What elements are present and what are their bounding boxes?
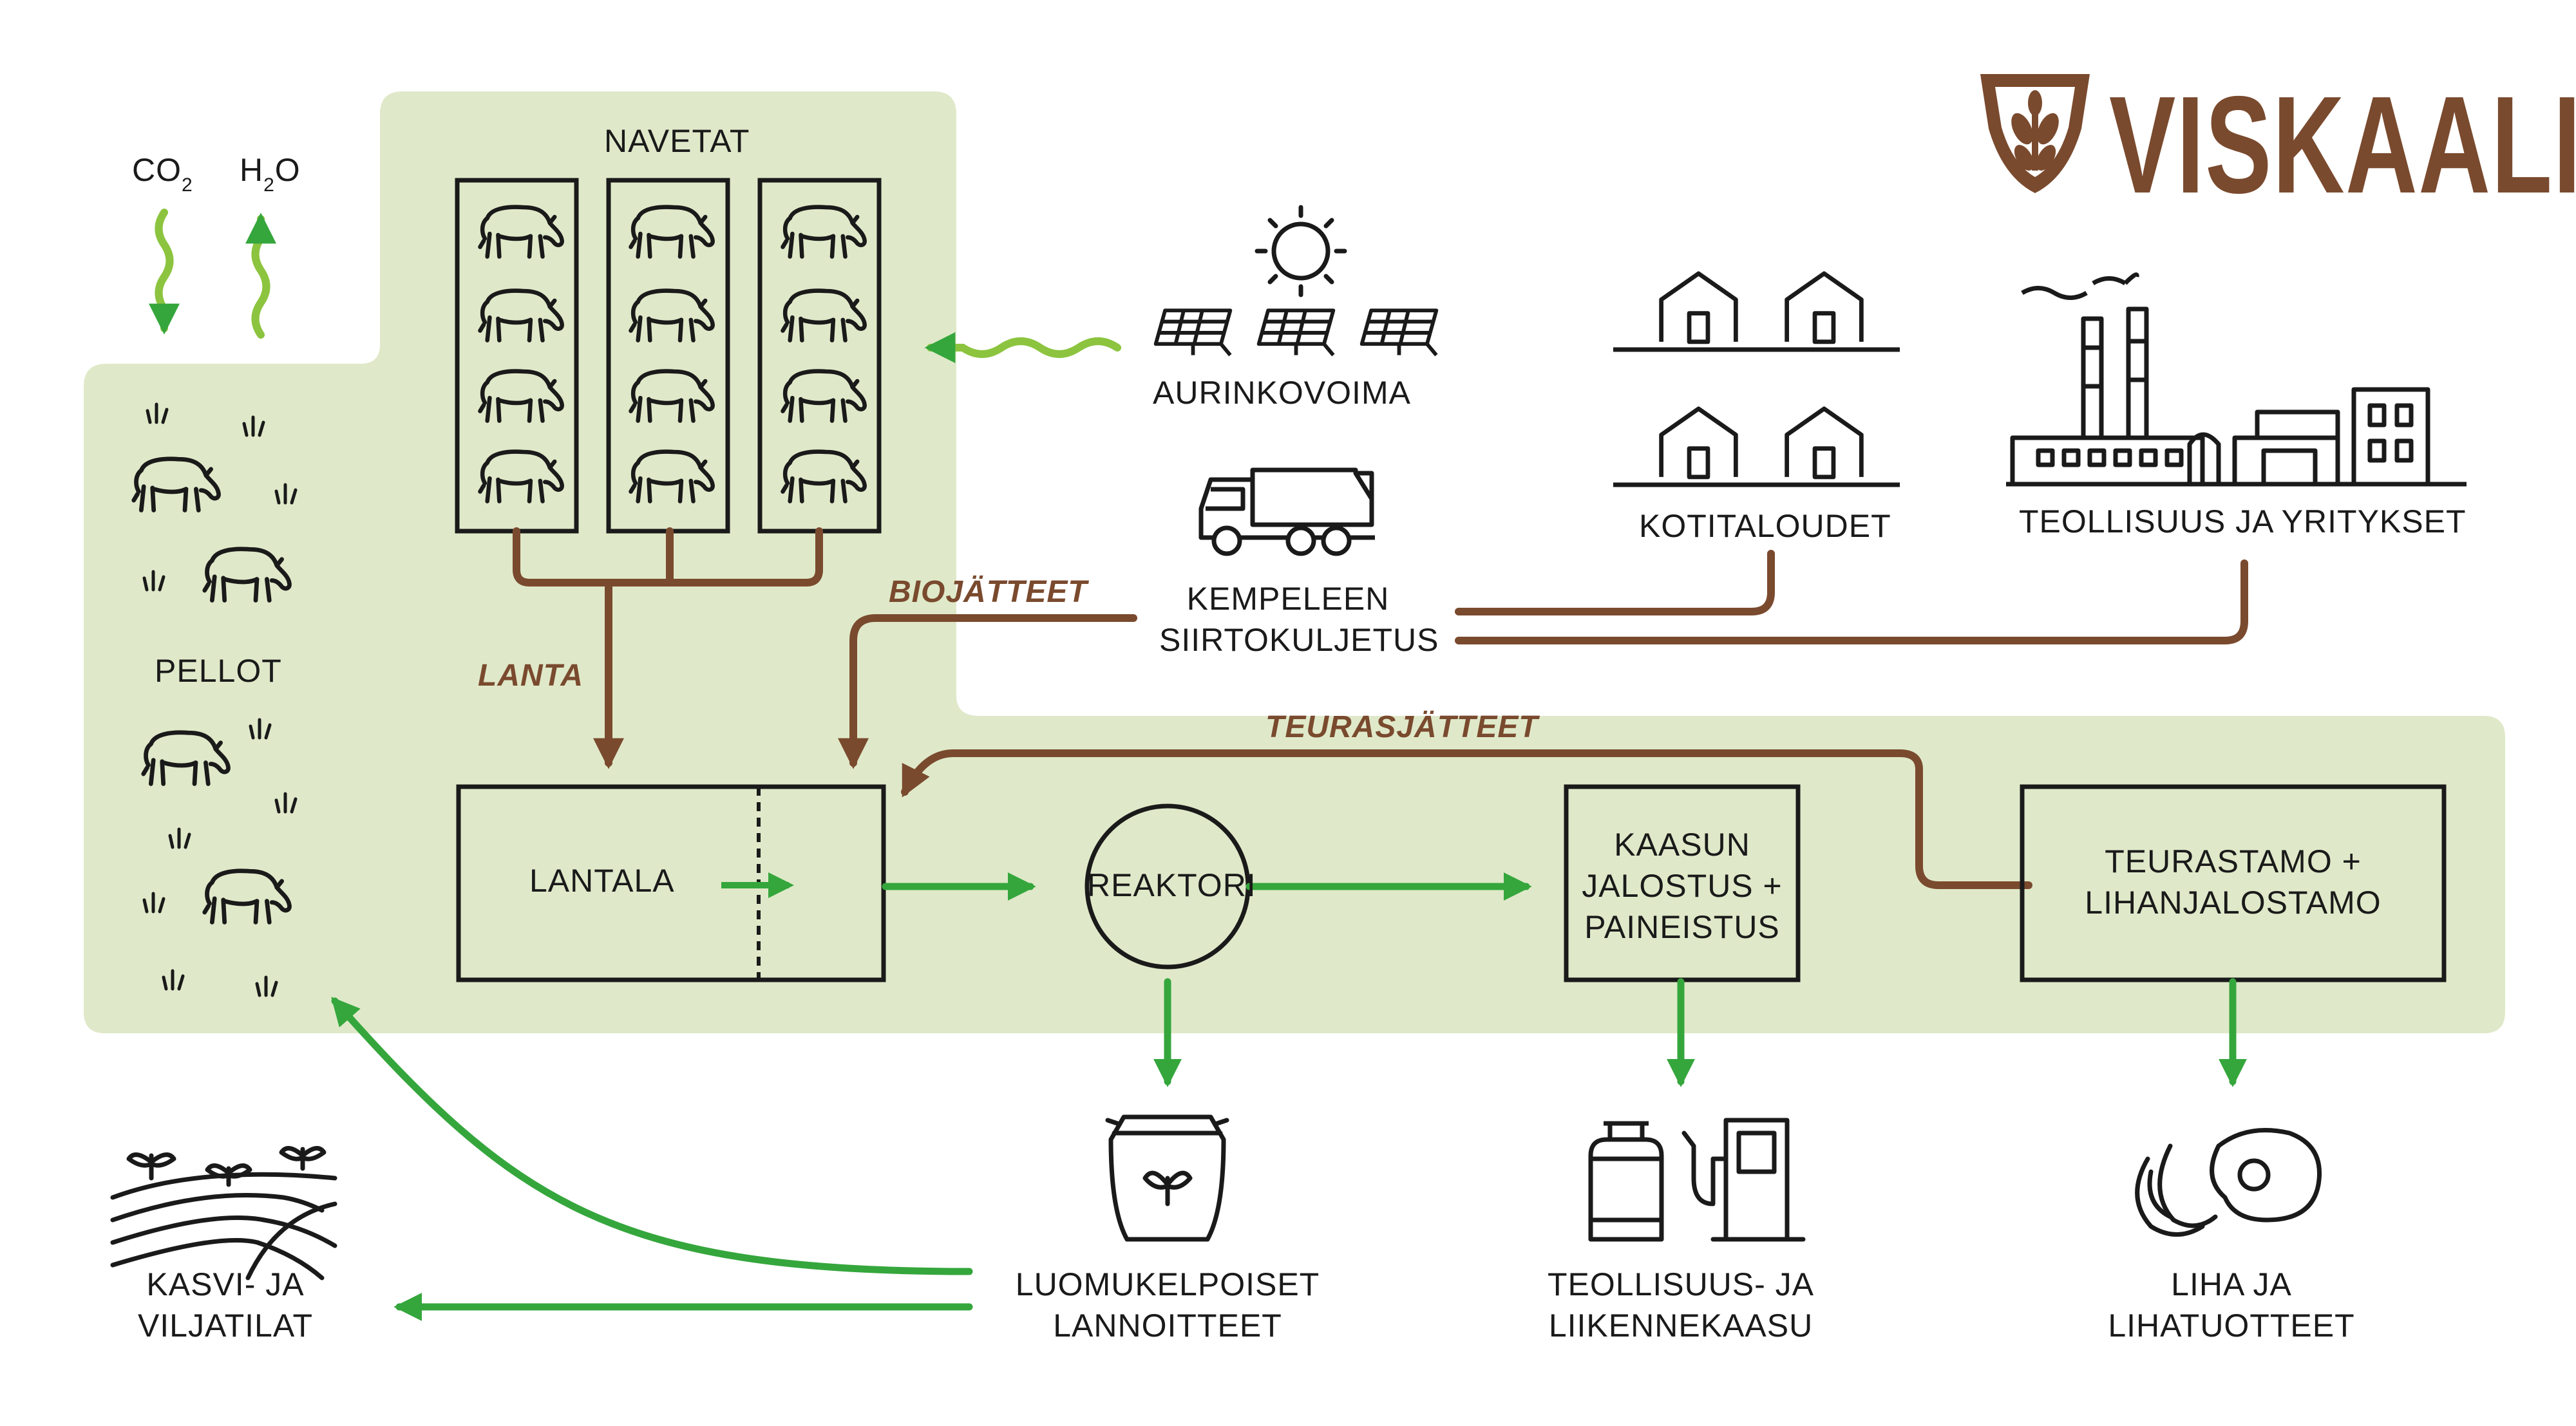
teollisuus-label: TEOLLISUUS JA YRITYKSET <box>2019 503 2467 539</box>
solar-energy-arrow <box>924 332 1121 363</box>
factory-icon <box>2006 272 2467 487</box>
viljatilat-line2: VILJATILAT <box>137 1308 314 1344</box>
sun-icon <box>1255 205 1347 297</box>
teurastamo-line1: TEURASTAMO + <box>2105 843 2362 879</box>
brand-logo-text: VISKAALIN <box>2109 67 2576 222</box>
green-flows <box>331 872 2247 1321</box>
pellot-label: PELLOT <box>155 653 282 689</box>
fertilizer-sack-icon <box>1105 1114 1229 1242</box>
co2-subscript: 2 <box>182 174 193 196</box>
aurinkovoima-label: AURINKOVOIMA <box>1153 375 1411 411</box>
garbage-truck-icon <box>1198 467 1375 556</box>
wheat-shield-icon <box>1980 74 2090 193</box>
house-icon <box>1662 274 1862 477</box>
lantala-label: LANTALA <box>529 863 675 899</box>
lannoitteet-line1: LUOMUKELPOISET <box>1015 1266 1320 1302</box>
liikennekaasu-label: TEOLLISUUS- JA LIIKENNEKAASU <box>1539 1264 1823 1346</box>
meat-icon <box>2135 1128 2322 1237</box>
liha-label: LIHA JA LIHATUOTTEET <box>2096 1264 2367 1346</box>
liha-line1: LIHA JA <box>2171 1266 2292 1302</box>
kuljetus-label: KEMPELEEN SIIRTOKULJETUS <box>1159 578 1439 661</box>
houses-ground <box>1613 347 1900 487</box>
kaasu-label: KAASUN JALOSTUS + PAINEISTUS <box>1566 824 1798 948</box>
teurastamo-label: TEURASTAMO + LIHANJALOSTAMO <box>2022 841 2444 923</box>
lantala-box <box>456 784 886 982</box>
lanta-flow-label: LANTA <box>478 659 584 693</box>
viljatilat-line1: KASVI- JA <box>146 1266 305 1302</box>
liha-line2: LIHATUOTTEET <box>2108 1308 2355 1344</box>
brown-flows <box>513 527 2248 889</box>
co2-label: CO2 <box>132 149 193 196</box>
lannoitteet-label: LUOMUKELPOISET LANNOITTEET <box>1007 1264 1329 1346</box>
kaasu-line1: KAASUN <box>1614 827 1750 863</box>
reaktori-label: REAKTORI <box>1087 867 1256 903</box>
viljatilat-label: KASVI- JA VILJATILAT <box>116 1264 335 1346</box>
kaasu-line3: PAINEISTUS <box>1584 909 1780 945</box>
solar-panel-icon <box>1156 310 1437 355</box>
h2o-o-text: O <box>274 152 301 188</box>
kotitaloudet-label: KOTITALOUDET <box>1639 508 1891 544</box>
teurasjatteet-flow-label: TEURASJÄTTEET <box>1265 710 1539 744</box>
navetat-label: NAVETAT <box>604 123 750 159</box>
teurastamo-line2: LIHANJALOSTAMO <box>2085 885 2382 921</box>
co2-text: CO <box>132 152 182 188</box>
h2o-arrow <box>245 212 276 339</box>
green-zone <box>84 91 2505 1033</box>
liikennekaasu-line2: LIIKENNEKAASU <box>1548 1308 1814 1344</box>
kuljetus-line2: SIIRTOKULJETUS <box>1159 622 1439 658</box>
h2o-subscript: 2 <box>263 174 275 196</box>
h2o-h-text: H <box>240 152 264 188</box>
lannoitteet-line2: LANNOITTEET <box>1053 1308 1282 1344</box>
h2o-label: H2O <box>240 149 301 196</box>
crop-field-icon <box>110 1146 337 1281</box>
fuel-pump-icon <box>1681 1118 1806 1242</box>
liikennekaasu-line1: TEOLLISUUS- JA <box>1547 1266 1815 1302</box>
gas-cylinder-icon <box>1588 1121 1664 1242</box>
co2-arrow <box>149 209 180 335</box>
kaasu-line2: JALOSTUS + <box>1582 868 1783 904</box>
kuljetus-line1: KEMPELEEN <box>1186 581 1390 617</box>
biojatteet-flow-label: BIOJÄTTEET <box>889 575 1088 609</box>
